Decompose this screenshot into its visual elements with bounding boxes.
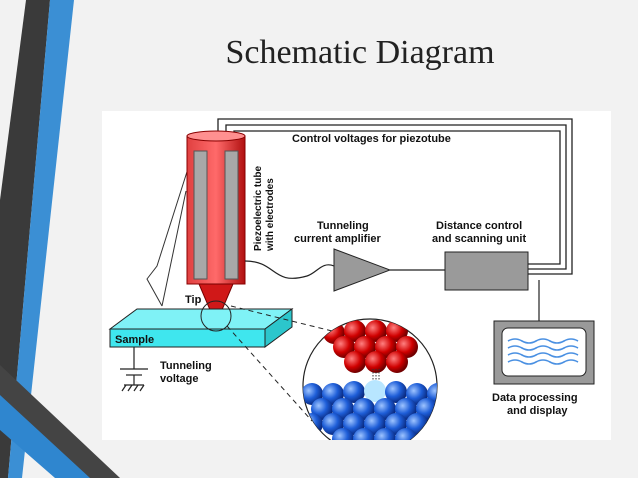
support-frame	[146, 155, 193, 307]
label-piezo-tube: Piezoelectric tube with electrodes	[253, 166, 276, 252]
atomic-zoom-view	[302, 318, 438, 454]
signal-wire-tube	[244, 260, 335, 279]
zoom-guide-lines	[226, 305, 333, 422]
decor-stripe-dark	[0, 0, 50, 478]
label-amp-line1: Tunneling	[317, 220, 369, 232]
slide-title: Schematic Diagram	[225, 34, 495, 71]
label-tip: Tip	[185, 294, 202, 306]
label-amp-line2: current amplifier	[294, 233, 382, 245]
piezo-tube	[186, 130, 246, 326]
tunneling-voltage-source	[120, 347, 148, 392]
decor-corner-blue	[0, 395, 90, 478]
tip-zoom-marker	[200, 300, 232, 332]
label-piezo-line1: Piezoelectric tube	[253, 166, 264, 251]
display-monitor	[493, 320, 595, 385]
label-dist-line1: Distance control	[436, 220, 522, 232]
label-piezo-line2: with electrodes	[265, 178, 276, 252]
tip-atoms	[323, 320, 418, 373]
label-data-line1: Data processing	[492, 392, 578, 404]
label-data-line2: and display	[507, 405, 568, 417]
distance-control-unit	[444, 251, 529, 291]
label-control-voltages: Control voltages for piezotube	[292, 133, 451, 145]
tunneling-current-dots	[372, 369, 380, 381]
label-sample: Sample	[115, 334, 154, 346]
stm-schematic: Control voltages for piezotube Piezoelec…	[102, 111, 611, 454]
label-tv-line1: Tunneling	[160, 360, 212, 372]
decor-stripe-blue	[8, 0, 74, 478]
label-tv-line2: voltage	[160, 373, 199, 385]
label-dist-line2: and scanning unit	[432, 233, 526, 245]
decor-corner-dark	[0, 365, 120, 478]
stm-schematic-svg: Control voltages for piezotube Piezoelec…	[108, 118, 595, 454]
amplifier-symbol	[333, 248, 392, 292]
